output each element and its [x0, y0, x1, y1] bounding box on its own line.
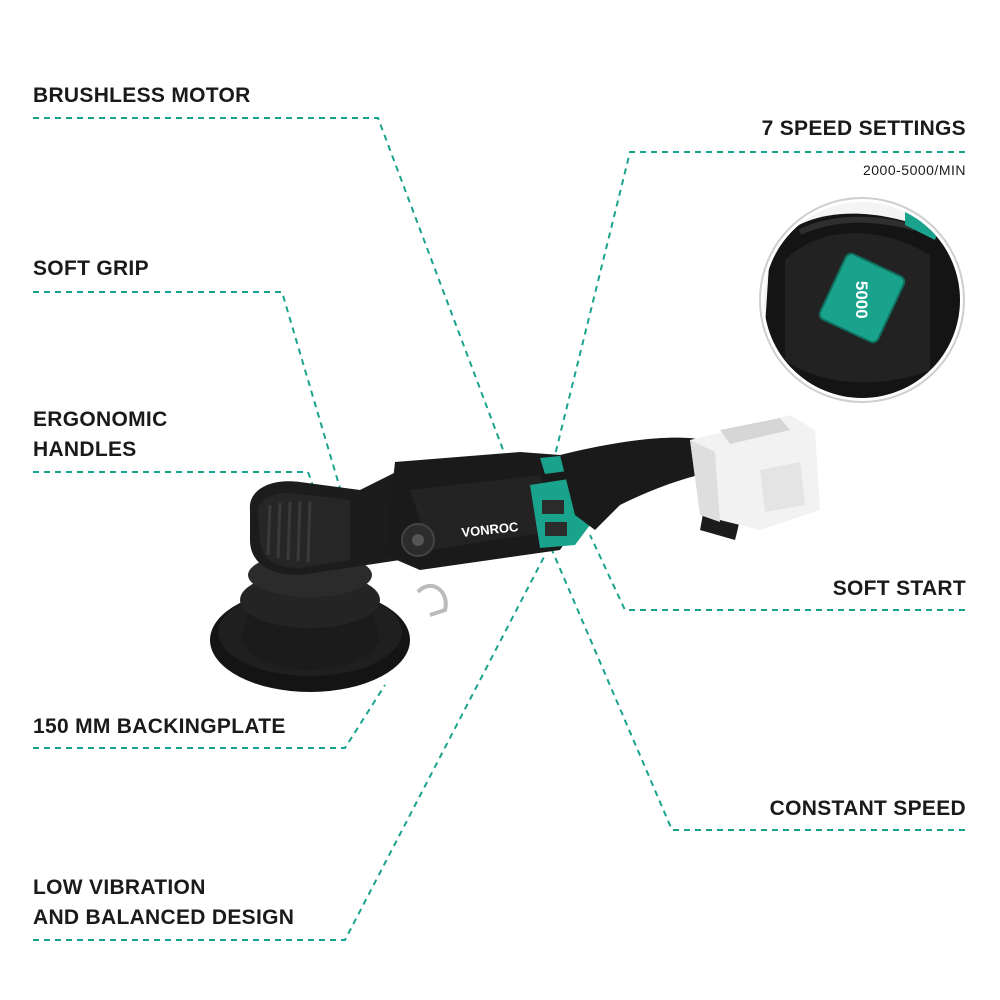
- leader-ergonomic-handles: [33, 471, 319, 501]
- label-low-vibration: LOW VIBRATION AND BALANCED DESIGN: [33, 873, 294, 933]
- leader-low-vibration: [33, 554, 546, 941]
- leader-constant-speed: [551, 549, 965, 831]
- speed-display-text: 5000: [852, 281, 871, 319]
- speed-zoom-icon: 5000: [759, 197, 965, 403]
- leader-soft-start: [589, 534, 965, 611]
- label-soft-grip: SOFT GRIP: [33, 257, 149, 280]
- label-ergonomic-handles-line-1: ERGONOMIC: [33, 408, 168, 431]
- label-constant-speed: CONSTANT SPEED: [769, 797, 966, 820]
- label-ergonomic-handles-line-2: HANDLES: [33, 438, 137, 461]
- leader-lines: [33, 117, 965, 941]
- label-backingplate: 150 MM BACKINGPLATE: [33, 715, 286, 738]
- leader-soft-grip: [33, 291, 343, 496]
- leader-brushless-motor: [33, 117, 506, 456]
- label-brushless-motor: BRUSHLESS MOTOR: [33, 84, 251, 107]
- label-ergonomic-handles: ERGONOMIC HANDLES: [33, 405, 168, 465]
- polisher-tool: VONROC: [210, 415, 820, 692]
- label-soft-start: SOFT START: [832, 577, 966, 600]
- brand-logo-text: VONROC: [461, 519, 520, 540]
- label-speed-range: 2000-5000/MIN: [862, 162, 966, 178]
- leader-speed-settings: [554, 151, 965, 456]
- label-low-vibration-line-1: LOW VIBRATION: [33, 876, 206, 899]
- label-low-vibration-line-2: AND BALANCED DESIGN: [33, 906, 295, 929]
- label-speed-settings: 7 SPEED SETTINGS: [761, 117, 966, 140]
- leader-backingplate: [33, 684, 386, 749]
